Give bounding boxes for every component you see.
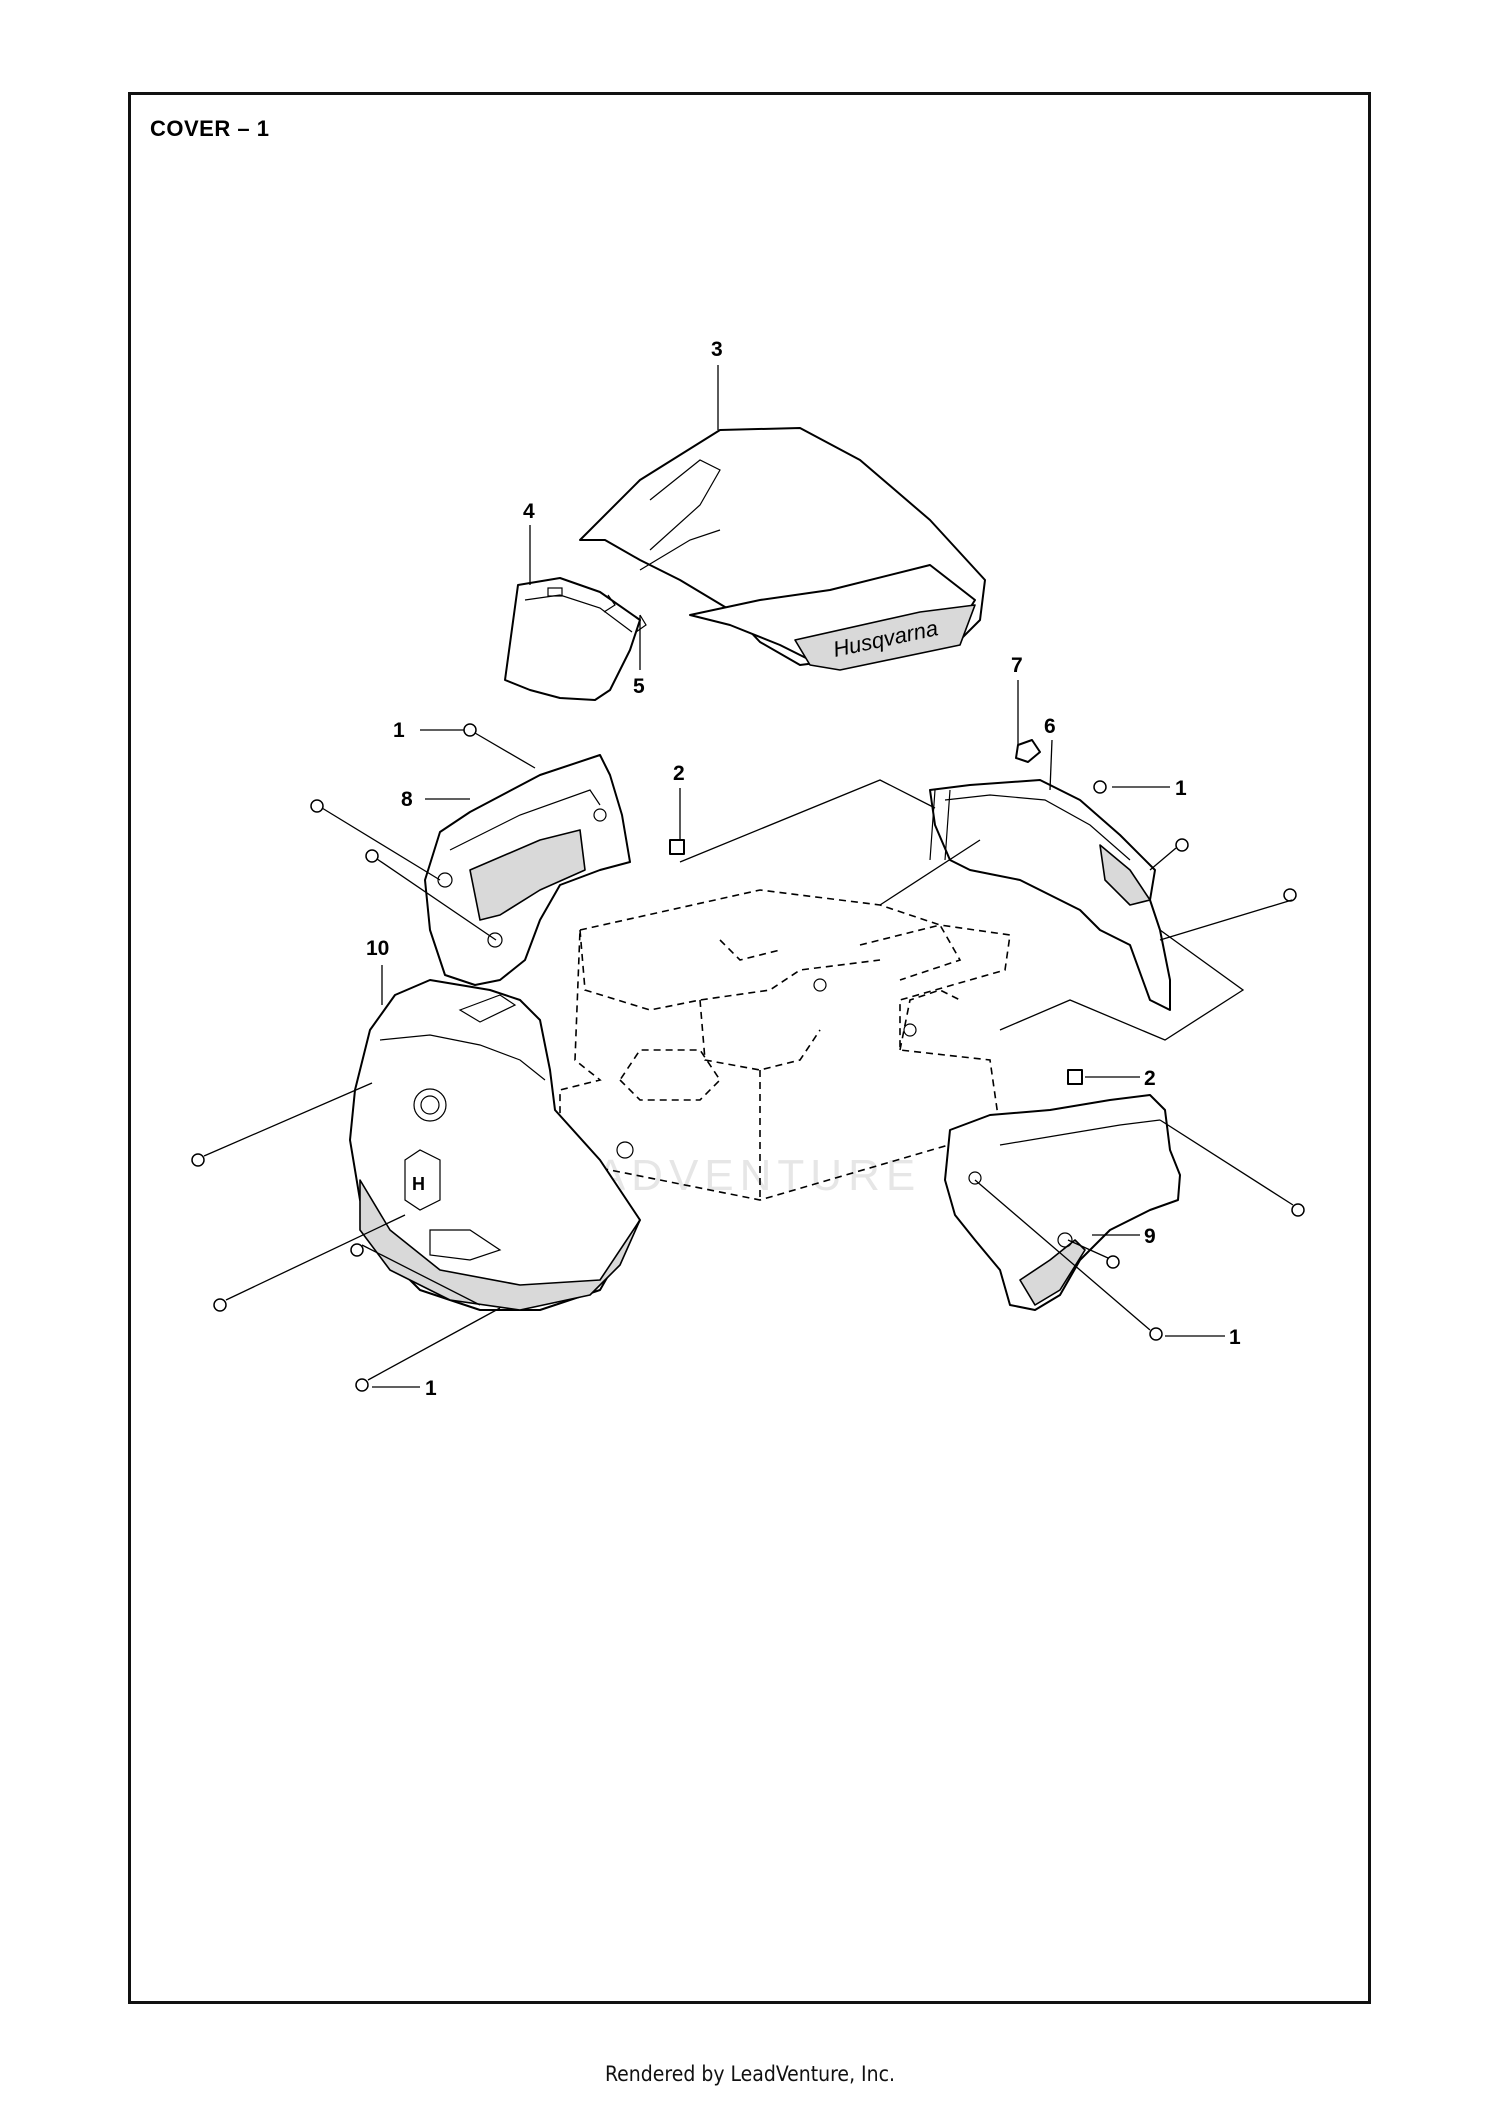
- callout-1-right-top: 1: [1175, 777, 1187, 800]
- screw-1g: [213, 1298, 227, 1312]
- callout-10: 10: [366, 937, 389, 960]
- callout-2-top: 2: [673, 762, 685, 785]
- screw-1f: [191, 1153, 205, 1167]
- callout-2-right: 2: [1144, 1067, 1156, 1090]
- right-rear-panel: [929, 779, 1171, 1011]
- callout-8: 8: [401, 788, 413, 811]
- left-side-panel: [424, 754, 631, 986]
- leader-lines: [203, 365, 1294, 1388]
- callout-4: 4: [523, 500, 535, 523]
- callout-9: 9: [1144, 1225, 1156, 1248]
- callout-6: 6: [1044, 715, 1056, 738]
- callout-7: 7: [1011, 654, 1023, 677]
- clip-7: [1015, 739, 1041, 763]
- diagram-title: COVER – 1: [150, 116, 270, 141]
- screw-1b: [310, 799, 324, 813]
- screw-1m: [1175, 838, 1189, 852]
- callout-1-right-bottom: 1: [1229, 1326, 1241, 1349]
- clip-5: [603, 594, 647, 633]
- right-side-panel: [944, 1094, 1181, 1311]
- screw-1e: [1283, 888, 1297, 902]
- screw-1d: [1093, 780, 1107, 794]
- husqvarna-crown-logo: H: [412, 1174, 425, 1194]
- screw-1k: [1149, 1327, 1163, 1341]
- callout-1-bottom: 1: [425, 1377, 437, 1400]
- diagram-frame: [128, 92, 1371, 2004]
- clip-2-lower: [1067, 1069, 1083, 1085]
- screw-1c: [365, 849, 379, 863]
- screw-1a: [463, 723, 477, 737]
- screw-1i: [355, 1378, 369, 1392]
- chassis-frame-phantom: [559, 889, 1011, 1201]
- clip-2-upper: [669, 839, 685, 855]
- footer-credit: Rendered by LeadVenture, Inc.: [605, 2062, 895, 2086]
- callout-3: 3: [711, 338, 723, 361]
- screws: [191, 723, 1305, 1392]
- screw-1j: [1291, 1203, 1305, 1217]
- callout-1-left-top: 1: [393, 719, 405, 742]
- callouts: 3 4 5 7 6 1 2 8 1 10 2 9 1 1: [366, 338, 1241, 1400]
- callout-5: 5: [633, 675, 645, 698]
- screw-1l: [1106, 1255, 1120, 1269]
- dash-panel: [504, 577, 641, 701]
- screw-1h: [350, 1243, 364, 1257]
- hood-cover: Husqvarna: [579, 427, 986, 671]
- front-bumper: H: [349, 979, 641, 1311]
